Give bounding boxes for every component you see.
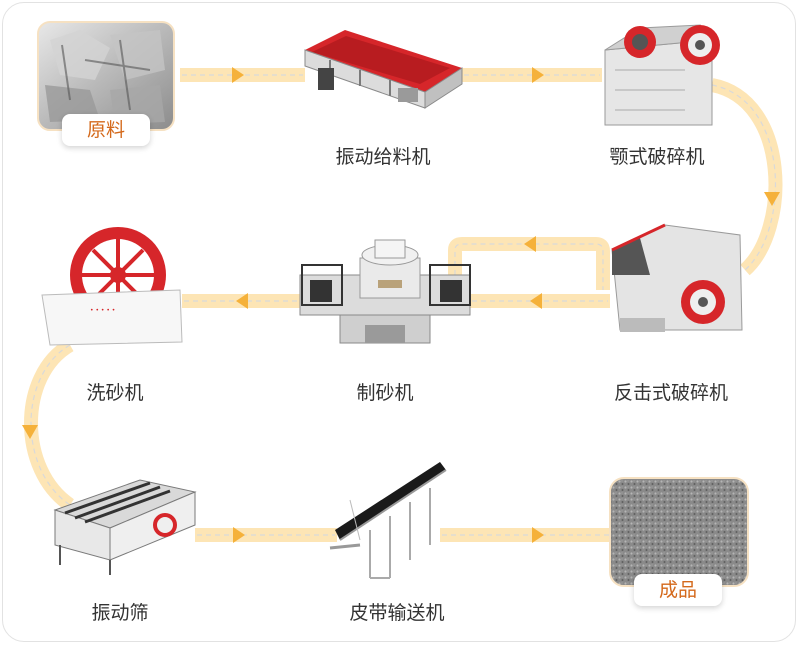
finished-product-image: [609, 477, 749, 587]
svg-text:• • • • •: • • • • •: [90, 307, 115, 314]
belt-conveyor-image: [329, 462, 447, 579]
vibrating-feeder-image: [304, 30, 463, 109]
sand-washer-label: 洗砂机: [86, 382, 144, 404]
connector-sandmaker-washer: [182, 293, 300, 309]
belt-conveyor-label: 皮带输送机: [349, 602, 445, 624]
vibrating-screen-label: 振动筛: [91, 602, 149, 624]
connector-washer-screen: [22, 338, 75, 511]
connector-jaw-impact: [710, 78, 783, 276]
feeder-label: 振动给料机: [335, 146, 431, 168]
jaw-crusher-label: 颚式破碎机: [609, 146, 705, 168]
connector-feeder-jaw: [462, 67, 602, 83]
sand-washer-image: • • • • •: [41, 227, 183, 346]
jaw-crusher-image: [604, 24, 720, 126]
impact-crusher-image: [611, 223, 743, 332]
finished-product-badge: 成品: [634, 574, 722, 606]
raw-material-image: [37, 21, 175, 131]
sand-maker-label: 制砂机: [356, 382, 414, 404]
connector-screen-conveyor: [195, 527, 337, 543]
vibrating-screen-image: [53, 479, 197, 575]
sand-maker-image: [299, 239, 471, 344]
connector-impact-sandmaker: [448, 236, 610, 309]
connector-raw-feeder: [180, 67, 305, 83]
impact-crusher-label: 反击式破碎机: [613, 382, 728, 404]
raw-material-badge: 原料: [62, 114, 150, 146]
connector-conveyor-product: [440, 527, 612, 543]
